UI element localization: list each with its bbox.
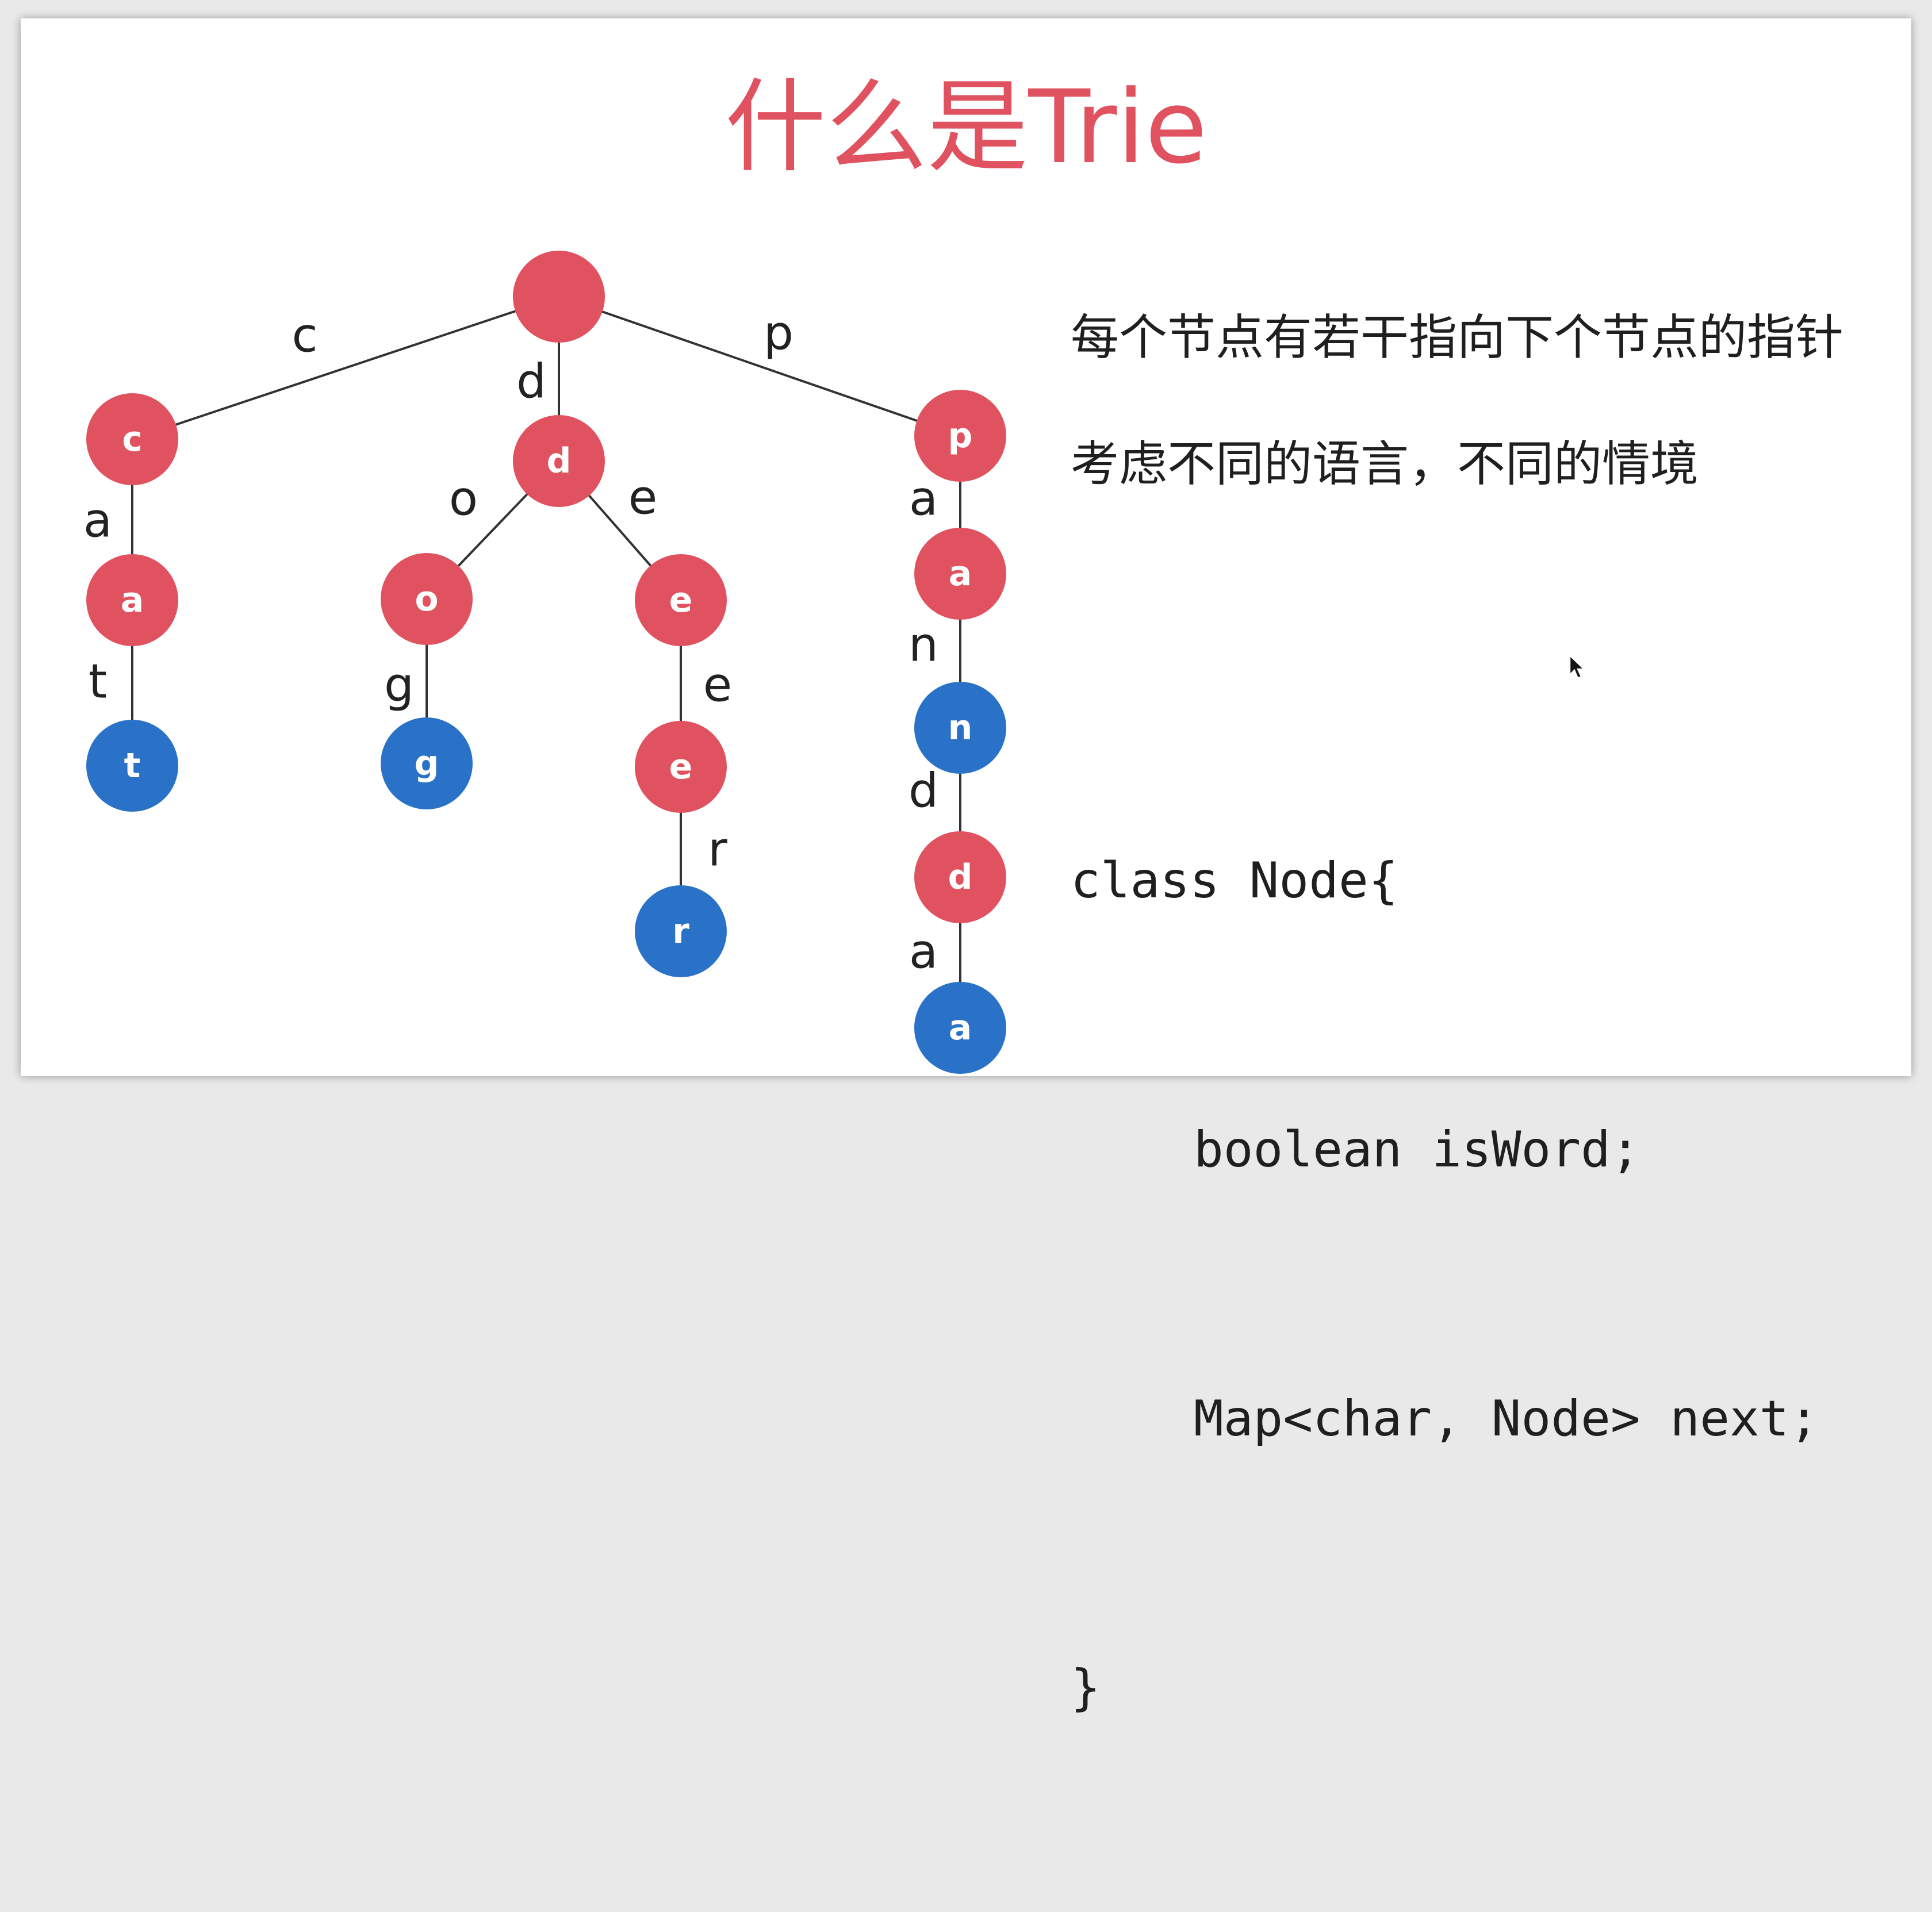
node-label-cat: t <box>124 746 141 786</box>
edge-label-panda: a <box>909 925 938 980</box>
trie-node-pa <box>914 528 1006 620</box>
node-label-dee: e <box>669 747 693 787</box>
code-line: } <box>1071 1659 1101 1717</box>
node-label-panda: a <box>949 1008 972 1048</box>
description-line-1: 每个节点有若干指向下个节点的指针 <box>1071 309 1844 366</box>
node-label-deer: r <box>672 911 689 951</box>
node-label-de: e <box>669 580 693 620</box>
node-label-dog: g <box>415 743 439 784</box>
trie-node-root <box>513 251 605 343</box>
trie-node-ca <box>86 554 178 646</box>
trie-node-p <box>914 390 1006 482</box>
trie-node-pan <box>914 682 1006 774</box>
code-line: boolean isWord; <box>1194 1121 1640 1178</box>
edge-label-pan: n <box>908 618 938 673</box>
trie-node-pand <box>914 831 1006 923</box>
edge-label-c: c <box>292 309 317 363</box>
mouse-pointer-icon <box>1569 654 1586 679</box>
trie-node-d <box>513 415 605 507</box>
code-line: class Node{ <box>1071 852 1398 909</box>
trie-node-de <box>635 554 727 646</box>
node-label-c: c <box>122 419 143 459</box>
edge-label-do: o <box>449 472 478 527</box>
trie-node-c <box>86 393 178 485</box>
trie-node-do <box>381 553 473 645</box>
edge-label-ca: a <box>83 494 112 548</box>
edge-label-d: d <box>516 355 546 409</box>
node-label-ca: a <box>121 580 144 620</box>
edge-label-cat: t <box>89 655 107 709</box>
trie-node-deer <box>635 885 727 977</box>
trie-node-panda <box>914 982 1006 1074</box>
trie-node-dog <box>381 717 473 809</box>
node-label-d: d <box>547 441 572 481</box>
slide-title: 什么是Trie <box>724 68 1208 186</box>
description-line-2: 考虑不同的语言，不同的情境 <box>1071 436 1699 492</box>
edge-label-pa: a <box>909 472 938 527</box>
node-label-pan: n <box>948 708 973 748</box>
edge-label-pand: d <box>908 764 938 819</box>
edge-label-dog: g <box>384 658 414 713</box>
node-label-pa: a <box>949 554 972 594</box>
edge-label-dee: e <box>703 658 732 713</box>
code-block: class Node{ boolean isWord; Map<char, No… <box>1071 656 1819 1912</box>
trie-node-dee <box>635 721 727 813</box>
edge-label-de: e <box>628 471 657 525</box>
edge-label-p: p <box>764 306 793 361</box>
node-label-pand: d <box>948 857 973 897</box>
node-label-p: p <box>948 416 973 456</box>
edge-label-deer: r <box>708 823 727 877</box>
node-label-do: o <box>415 579 438 619</box>
code-line: Map<char, Node> next; <box>1194 1390 1819 1448</box>
trie-node-cat <box>86 720 178 812</box>
trie-edge-p <box>558 295 961 437</box>
trie-edge-c <box>132 295 559 440</box>
